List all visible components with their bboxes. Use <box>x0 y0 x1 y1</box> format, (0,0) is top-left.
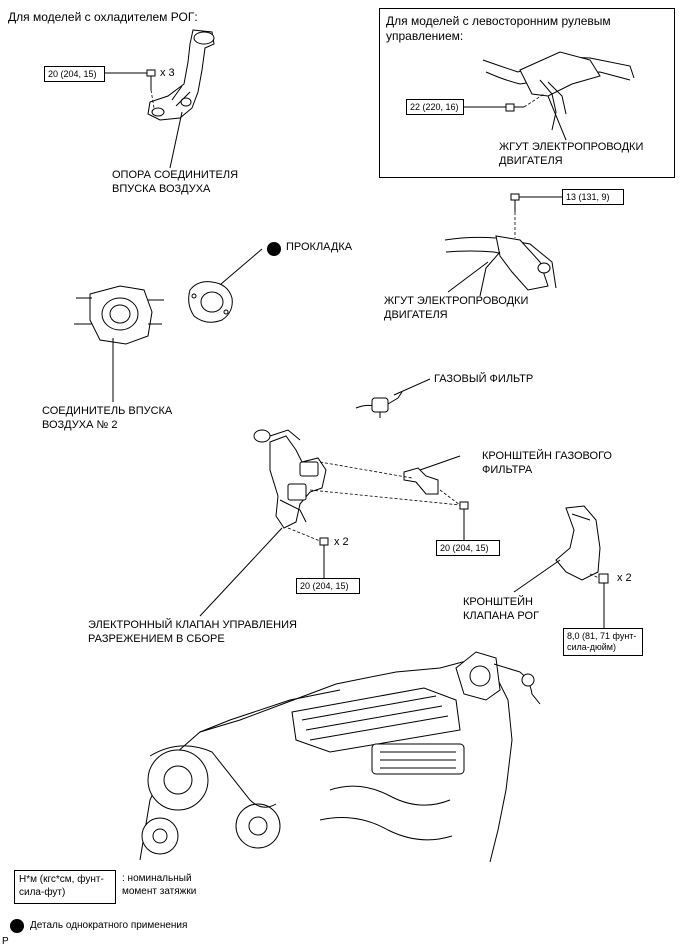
qty-egr-nuts: x 2 <box>617 572 632 584</box>
figure-code: P <box>2 936 9 947</box>
label-gas-filter-bracket: КРОНШТЕЙН ГАЗОВОГО ФИЛЬТРА <box>482 450 612 476</box>
non-reusable-marker <box>267 242 281 256</box>
lhd-inset-frame <box>379 8 675 178</box>
egr-valve-bracket-part <box>555 505 601 581</box>
label-gas-filter: ГАЗОВЫЙ ФИЛЬТР <box>434 373 534 385</box>
torque-bracket-bolt: 20 (204, 15) <box>436 540 500 556</box>
torque-lhd-bolt: 22 (220, 16) <box>406 99 464 115</box>
qty-stay-bolts: x 3 <box>160 67 175 79</box>
label-vacuum-valve-assembly: ЭЛЕКТРОННЫЙ КЛАПАН УПРАВЛЕНИЯ РАЗРЕЖЕНИЕ… <box>88 619 297 645</box>
lhd-wire-harness-part <box>482 51 635 131</box>
legend-non-reusable-icon <box>10 919 24 933</box>
gasket-part <box>188 281 233 323</box>
egr-bracket-nut <box>598 573 609 584</box>
label-intake-connector-2: СОЕДИНИТЕЛЬ ВПУСКА ВОЗДУХА № 2 <box>42 405 173 431</box>
intake-connector-2-part <box>74 285 164 345</box>
torque-egr-bracket-nut: 8,0 (81, 71 фунт- сила-дюйм) <box>563 628 643 656</box>
valve-bolt <box>319 537 329 556</box>
torque-stay-bolt: 20 (204, 15) <box>44 66 105 82</box>
label-wire-harness-lhd: ЖГУТ ЭЛЕКТРОПРОВОДКИ ДВИГАТЕЛЯ <box>499 141 644 167</box>
engine-assembly-drawing <box>139 651 541 863</box>
stay-bolt <box>146 69 156 90</box>
label-intake-connector-stay: ОПОРА СОЕДИНИТЕЛЯ ВПУСКА ВОЗДУХА <box>112 169 239 195</box>
lhd-models-header: Для моделей с левосторонним рулевым упра… <box>386 14 611 43</box>
torque-harness-bolt: 13 (131, 9) <box>562 189 624 205</box>
intake-connector-stay-part <box>147 29 215 121</box>
label-wire-harness: ЖГУТ ЭЛЕКТРОПРОВОДКИ ДВИГАТЕЛЯ <box>384 295 529 321</box>
qty-valve-bolts: x 2 <box>334 536 349 548</box>
label-egr-valve-bracket: КРОНШТЕЙН КЛАПАНА РОГ <box>463 596 540 622</box>
legend-torque-description: : номинальный момент затяжки <box>122 873 197 897</box>
label-gasket: ПРОКЛАДКА <box>286 241 353 253</box>
torque-valve-bolt: 20 (204, 15) <box>296 578 360 594</box>
harness-bolt <box>510 193 520 212</box>
bracket-bolt <box>459 501 469 520</box>
gas-filter-part <box>355 391 403 418</box>
wire-harness-part <box>444 235 557 297</box>
egr-cooler-models-header: Для моделей с охладителем РОГ: <box>8 10 198 24</box>
legend-non-reusable-text: Деталь однократного применения <box>30 920 188 931</box>
gas-filter-bracket-part <box>403 467 439 495</box>
legend-torque-units: Н*м (кгс*см, фунт- сила-фут) <box>14 870 116 904</box>
vacuum-valve-assembly-part <box>253 429 327 529</box>
